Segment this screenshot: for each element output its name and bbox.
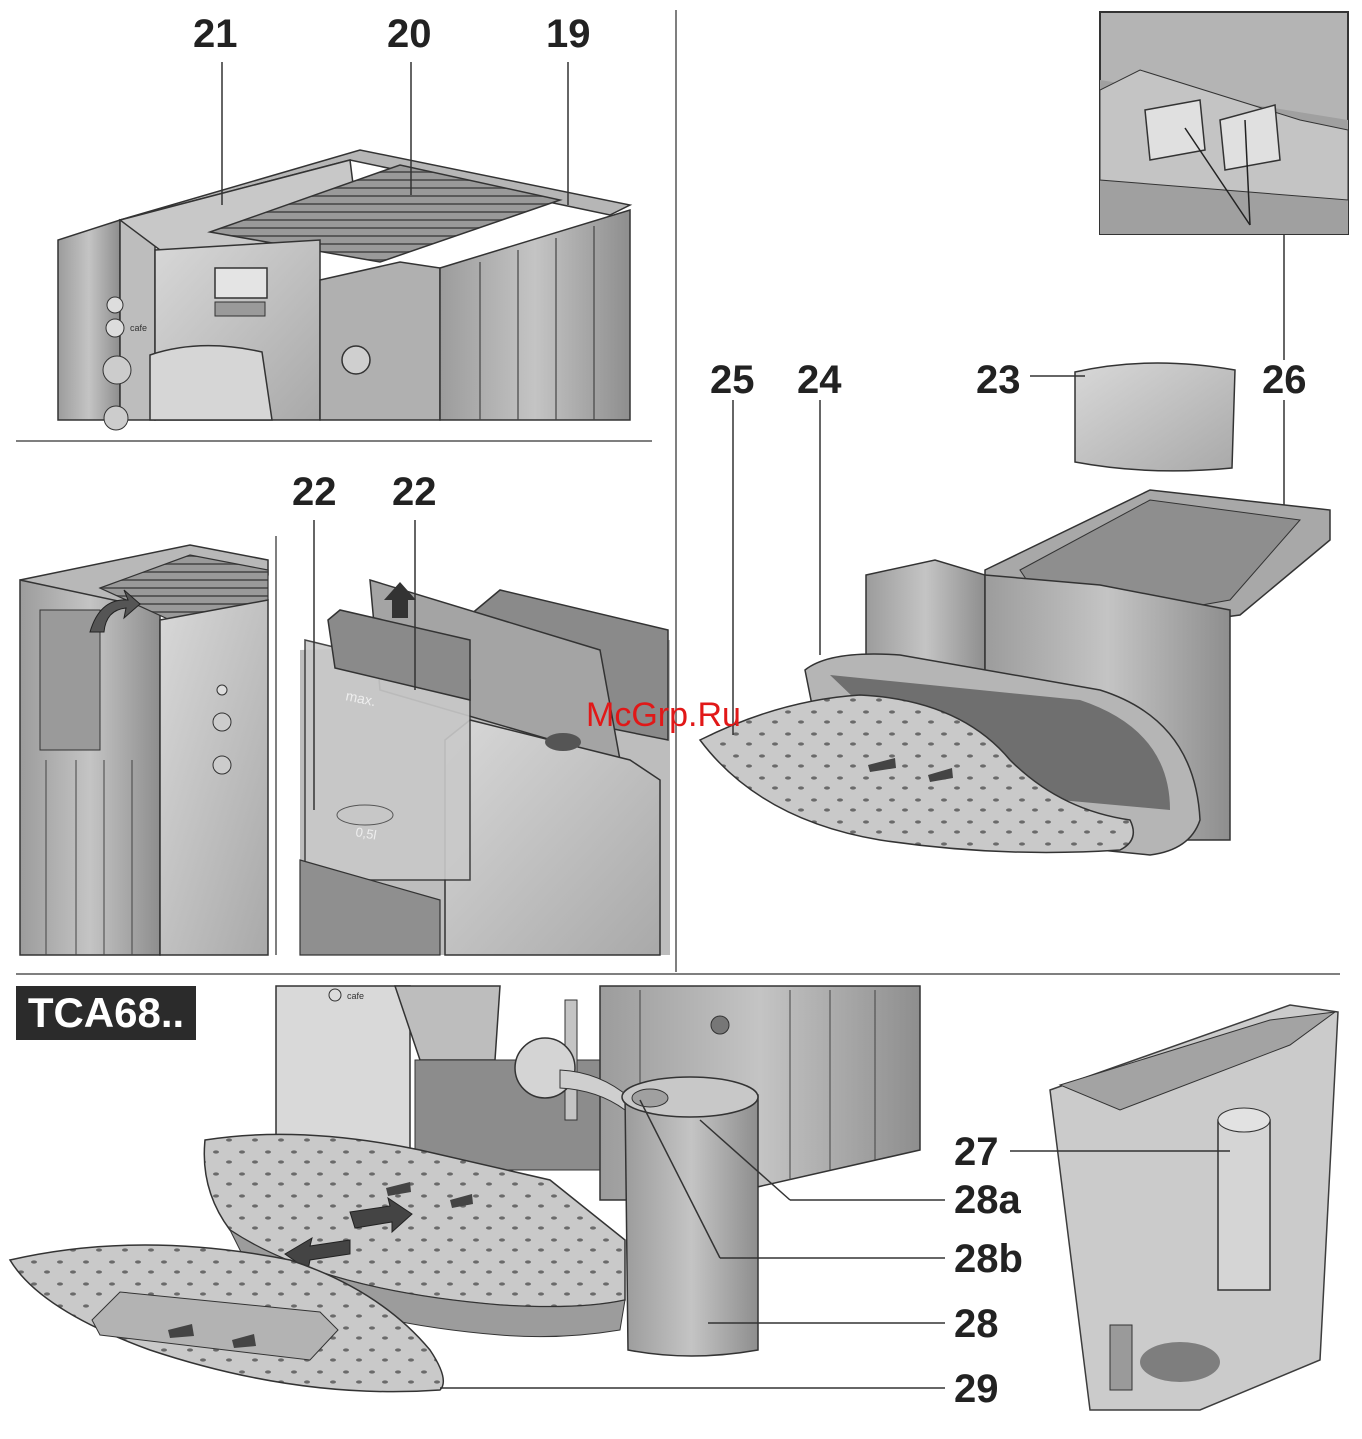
callout-28a: 28a: [954, 1180, 1021, 1220]
cafe-label-lower: cafe: [347, 991, 364, 1001]
callout-25: 25: [710, 360, 755, 400]
watermark: McGrp.Ru: [586, 698, 741, 732]
milk-system-illustration: cafe: [10, 986, 1338, 1410]
callout-24: 24: [797, 360, 842, 400]
callout-21: 21: [193, 14, 238, 54]
callout-22-right: 22: [392, 472, 437, 512]
callout-28b: 28b: [954, 1239, 1023, 1279]
callout-27: 27: [954, 1132, 999, 1172]
callout-28: 28: [954, 1304, 999, 1344]
lid-opening-illustration: [20, 545, 268, 955]
callout-29: 29: [954, 1369, 999, 1409]
model-badge: TCA68..: [16, 986, 196, 1040]
cafe-label: cafe: [130, 323, 147, 333]
machine-top-illustration: cafe: [58, 62, 630, 430]
drip-tray-illustration: [700, 12, 1348, 855]
water-tank-illustration: max. 0,5l: [300, 520, 670, 955]
callout-20: 20: [387, 14, 432, 54]
callout-26: 26: [1262, 360, 1307, 400]
callout-22-left: 22: [292, 472, 337, 512]
callout-19: 19: [546, 14, 591, 54]
callout-23: 23: [976, 360, 1021, 400]
